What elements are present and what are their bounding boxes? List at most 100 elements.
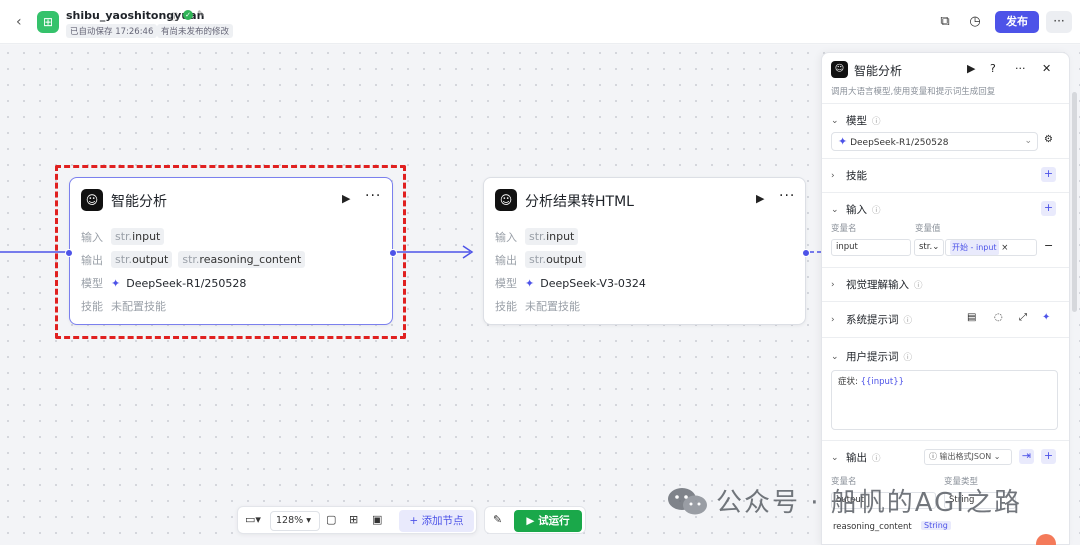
edit-icon[interactable]: ✎ — [197, 10, 205, 20]
model-settings-icon[interactable]: ⚙ — [1044, 134, 1053, 145]
output-type-reasoning: String — [921, 521, 951, 531]
add-skill-button[interactable]: + — [1041, 167, 1056, 182]
minimap-icon[interactable]: ▭▾ — [245, 513, 261, 526]
expand-icon[interactable]: ⤢ — [1019, 312, 1027, 323]
run-toolbar: ✎ ▶ 试运行 — [484, 506, 586, 534]
layout-icon[interactable]: ⊞ — [349, 513, 359, 526]
run-node-icon[interactable]: ▶ — [967, 62, 976, 75]
output-format-icon[interactable]: ⇥ — [1019, 449, 1034, 464]
output-var-name-field[interactable]: output — [831, 492, 936, 509]
close-icon[interactable]: ✕ — [1042, 62, 1052, 75]
llm-node-icon: ☺ — [495, 189, 517, 211]
output-var-reasoning: reasoning_content — [833, 522, 912, 532]
node-title: 分析结果转HTML — [525, 194, 634, 210]
zoom-select[interactable]: 128% ▾ — [270, 511, 320, 531]
lightbulb-icon[interactable]: ◌ — [994, 312, 1003, 323]
unpublished-badge: 有尚未发布的修改 — [157, 24, 234, 38]
run-node-icon[interactable]: ▶ — [342, 192, 351, 205]
ai-optimize-icon[interactable]: ✦ — [1042, 312, 1051, 323]
deepseek-icon: ✦ — [111, 276, 121, 290]
user-prompt-editor[interactable]: 症状: {{input}} — [831, 370, 1058, 430]
app-name: shibu_yaoshitongyuan — [66, 9, 205, 22]
node-config-panel: ☺ 智能分析 ▶ ? ··· ✕ 调用大语言模型,使用变量和提示词生成回复 ⌄模… — [821, 52, 1070, 545]
panel-more-icon[interactable]: ··· — [1015, 62, 1026, 75]
back-icon[interactable]: ‹ — [16, 14, 22, 30]
section-skill[interactable]: ›技能 — [831, 170, 867, 182]
info-icon: ⓘ — [872, 453, 881, 464]
avatar[interactable] — [1036, 534, 1056, 545]
panel-description: 调用大语言模型,使用变量和提示词生成回复 — [831, 87, 996, 97]
top-header: ‹ ⊞ shibu_yaoshitongyuan ⓘ ✓ ✎ 已自动保存 17:… — [0, 0, 1080, 44]
info-icon[interactable]: ⓘ — [170, 13, 180, 23]
check-icon: ✓ — [183, 10, 194, 20]
output-tag: str.output — [525, 251, 587, 268]
node-result-to-html[interactable]: ☺ 分析结果转HTML ▶ ··· 输入 str.input 输出 str.ou… — [483, 177, 810, 325]
chevron-right-icon: › — [831, 170, 835, 181]
llm-node-icon: ☺ — [81, 189, 103, 211]
fit-view-icon[interactable]: ▣ — [372, 513, 383, 526]
watermark: 公众号 · 船帆的AGI之路 — [666, 482, 1022, 519]
node-model-row: 模型 ✦ DeepSeek-V3-0324 — [495, 276, 646, 291]
chevron-down-icon: ⌄ — [831, 204, 839, 215]
template-library-icon[interactable]: ▤ — [967, 312, 977, 323]
remove-input-icon[interactable]: − — [1044, 239, 1054, 252]
output-port[interactable] — [389, 249, 397, 257]
node-more-icon[interactable]: ··· — [779, 188, 796, 204]
history-icon[interactable]: ◷ — [969, 14, 981, 29]
input-var-ref-field[interactable]: 开始 - input × — [945, 239, 1037, 256]
info-icon: ⓘ — [914, 280, 923, 291]
info-icon: ⓘ — [903, 352, 913, 363]
more-button[interactable]: ··· — [1046, 11, 1072, 33]
chevron-down-icon: ⌄ — [1024, 136, 1032, 146]
add-node-button[interactable]: + 添加节点 — [399, 510, 474, 532]
wechat-icon — [668, 487, 707, 514]
node-more-icon[interactable]: ··· — [365, 188, 382, 204]
add-input-button[interactable]: + — [1041, 201, 1056, 216]
info-icon: ⓘ — [872, 205, 881, 216]
node-intelligent-analysis[interactable]: ☺ 智能分析 ▶ ··· 输入 str.input 输出 str.output … — [65, 177, 397, 325]
app-logo-icon: ⊞ — [37, 11, 59, 33]
output-tag: str.reasoning_content — [178, 251, 306, 268]
app-status-icons: ⓘ ✓ ✎ — [170, 10, 205, 23]
node-output-row: 输出 str.output str.reasoning_content — [81, 251, 306, 268]
output-var-type-select[interactable]: String — [944, 492, 1016, 509]
node-skill-row: 技能 未配置技能 — [495, 300, 580, 313]
input-port[interactable] — [65, 249, 73, 257]
debug-icon[interactable]: ✎ — [493, 513, 503, 526]
comment-icon[interactable]: ▢ — [326, 513, 337, 526]
edge-arrow — [462, 245, 474, 259]
add-output-button[interactable]: + — [1041, 449, 1056, 464]
input-tag: str.input — [525, 228, 579, 245]
output-port[interactable] — [802, 249, 810, 257]
chevron-down-icon: ▾ — [306, 515, 311, 526]
input-var-name-field[interactable]: input — [831, 239, 911, 256]
panel-scrollbar[interactable] — [1072, 92, 1077, 312]
chevron-right-icon: › — [831, 314, 835, 325]
copy-icon[interactable]: ⧉ — [940, 14, 950, 29]
info-icon: ⓘ — [872, 116, 881, 127]
help-icon[interactable]: ? — [990, 62, 996, 75]
node-model-row: 模型 ✦ DeepSeek-R1/250528 — [81, 276, 247, 291]
model-select[interactable]: ✦ DeepSeek-R1/250528 ⌄ — [831, 132, 1038, 151]
chevron-down-icon: ⌄ — [831, 351, 839, 362]
info-icon: ⓘ — [903, 315, 913, 326]
deepseek-icon: ✦ — [838, 135, 848, 148]
trial-run-button[interactable]: ▶ 试运行 — [514, 510, 582, 532]
node-skill-row: 技能 未配置技能 — [81, 300, 166, 313]
input-var-type-select[interactable]: str.⌄ — [914, 239, 944, 256]
llm-node-icon: ☺ — [831, 61, 848, 78]
run-node-icon[interactable]: ▶ — [756, 192, 765, 205]
publish-button[interactable]: 发布 — [995, 11, 1039, 33]
input-tag: str.input — [111, 228, 165, 245]
canvas-toolbar: ▭▾ 128% ▾ ▢ ⊞ ▣ + 添加节点 — [237, 506, 477, 534]
node-output-row: 输出 str.output — [495, 251, 587, 268]
output-format-select[interactable]: ⓘ 输出格式JSON ⌄ — [924, 449, 1012, 465]
chevron-down-icon: ⌄ — [831, 115, 839, 126]
node-input-row: 输入 str.input — [81, 228, 165, 245]
